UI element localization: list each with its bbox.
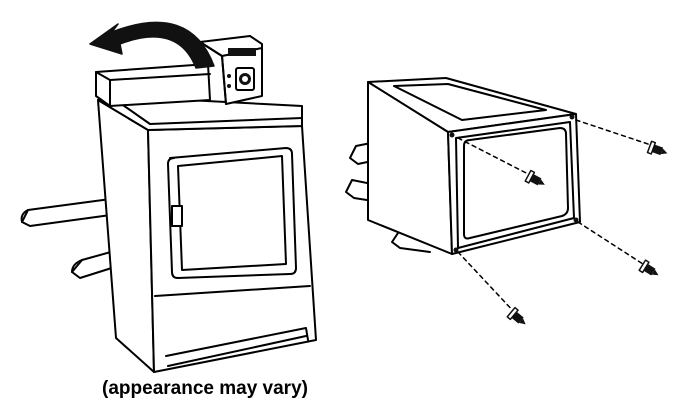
screw-icon [506,140,668,325]
door-handle [171,205,183,227]
dryer-door [167,147,297,279]
coin-meter-display [228,48,256,56]
cabinet-illustration [345,77,581,255]
figure-caption: (appearance may vary) [102,378,308,399]
curved-arrow-icon [89,21,215,69]
coin-meter [199,35,263,105]
dryer-side-panel [97,99,155,373]
screw-guide-lines [457,119,655,315]
shipping-rail-back-left [20,197,119,227]
shipping-rail-front-left [71,249,119,279]
dryer-console [95,63,211,107]
dryer-illustration [20,21,317,373]
